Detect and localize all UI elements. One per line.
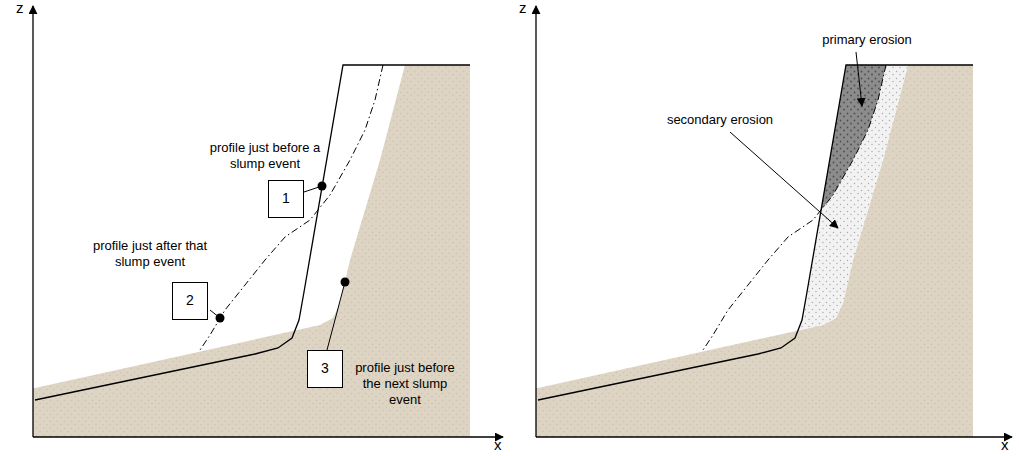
annotation: profile just before the next slump event bbox=[352, 360, 458, 408]
callout-number: 1 bbox=[282, 191, 290, 206]
annotation: profile just before a slump event bbox=[205, 140, 325, 172]
pointer-arrow bbox=[730, 132, 838, 228]
soil-body bbox=[536, 65, 973, 437]
primary-erosion-area bbox=[821, 65, 886, 210]
profile-before-slump bbox=[538, 65, 973, 400]
profile-after-slump bbox=[200, 65, 383, 350]
annotation: primary erosion bbox=[812, 32, 922, 48]
z-axis bbox=[32, 6, 33, 437]
marker-dot bbox=[318, 182, 327, 191]
secondary-erosion-area bbox=[798, 65, 908, 330]
pointer-arrow bbox=[856, 52, 862, 106]
callout-number: 3 bbox=[321, 361, 329, 376]
axis-label: z bbox=[519, 0, 539, 16]
profile-panel bbox=[33, 65, 470, 437]
x-axis bbox=[536, 436, 1012, 437]
axis-label: x bbox=[1001, 437, 1015, 453]
axis-label: z bbox=[16, 0, 36, 16]
callout-box: 2 bbox=[172, 282, 208, 320]
annotation: profile just after that slump event bbox=[88, 238, 212, 270]
callout-box: 3 bbox=[307, 350, 343, 388]
soil-body bbox=[33, 65, 470, 437]
profile-panel bbox=[536, 65, 973, 437]
marker-dot bbox=[216, 314, 225, 323]
z-axis bbox=[535, 6, 536, 437]
callout-box: 1 bbox=[268, 180, 304, 218]
marker-dot bbox=[341, 278, 350, 287]
axis-label: x bbox=[494, 437, 508, 453]
profile-before-slump bbox=[35, 65, 470, 400]
callout-number: 2 bbox=[186, 293, 194, 308]
annotation: secondary erosion bbox=[655, 112, 785, 128]
leader-line bbox=[327, 282, 345, 350]
profile-after-slump bbox=[703, 65, 886, 350]
x-axis bbox=[33, 436, 503, 437]
